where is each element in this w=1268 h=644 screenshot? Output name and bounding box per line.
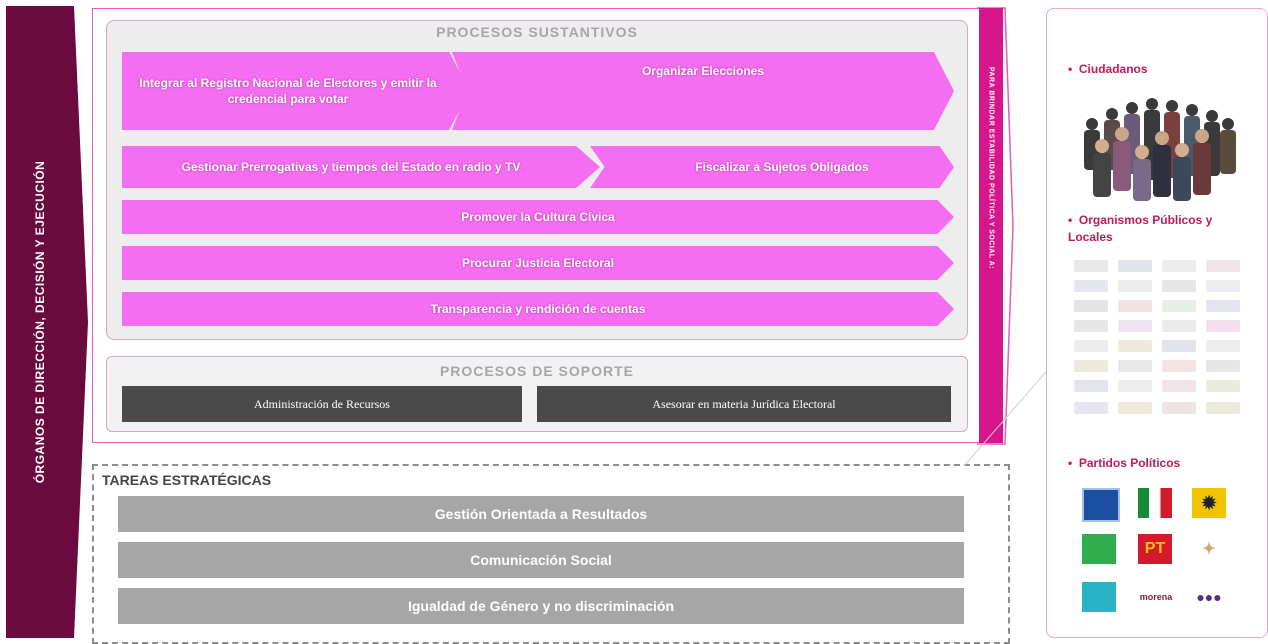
tarea-comunicacion-social: Comunicación Social bbox=[118, 542, 964, 578]
process-prerrogativas: Gestionar Prerrogativas y tiempos del Es… bbox=[122, 146, 600, 188]
soporte-asesorar-juridica: Asesorar en materia Jurídica Electoral bbox=[537, 386, 951, 422]
process-registro-electores: Integrar al Registro Nacional de Elector… bbox=[122, 52, 470, 130]
soporte-admin-recursos: Administración de Recursos bbox=[122, 386, 522, 422]
opl-logo bbox=[1118, 402, 1152, 414]
opl-logo bbox=[1206, 340, 1240, 352]
stability-strip bbox=[979, 8, 1003, 443]
sustantivos-title: PROCESOS SUSTANTIVOS bbox=[436, 24, 638, 40]
process-transparencia: Transparencia y rendición de cuentas bbox=[122, 292, 954, 326]
opl-logo bbox=[1206, 300, 1240, 312]
party-pt-logo: PT bbox=[1138, 534, 1172, 564]
opl-logo bbox=[1118, 360, 1152, 372]
partidos-label: • Partidos Políticos bbox=[1068, 456, 1181, 470]
party-morena-logo: morena bbox=[1134, 582, 1178, 612]
bullet-icon: • bbox=[1068, 456, 1079, 470]
opl-logo bbox=[1206, 260, 1240, 272]
ciudadanos-label: • Ciudadanos bbox=[1068, 62, 1148, 76]
tareas-title: TAREAS ESTRATÉGICAS bbox=[102, 472, 272, 488]
tarea-igualdad-genero: Igualdad de Género y no discriminación bbox=[118, 588, 964, 624]
party-prd-logo: ✹ bbox=[1192, 488, 1226, 518]
process-cultura-civica: Promover la Cultura Cívica bbox=[122, 200, 954, 234]
opl-logo bbox=[1162, 260, 1196, 272]
process-justicia-electoral: Procurar Justicia Electoral bbox=[122, 246, 954, 280]
opl-logo bbox=[1162, 320, 1196, 332]
opl-logo bbox=[1162, 280, 1196, 292]
people-icon: ●●● bbox=[1196, 589, 1222, 605]
soporte-title: PROCESOS DE SOPORTE bbox=[439, 363, 635, 379]
party-pri-logo bbox=[1138, 488, 1172, 518]
opl-logo bbox=[1206, 280, 1240, 292]
opl-logo bbox=[1162, 360, 1196, 372]
opl-logo bbox=[1074, 340, 1108, 352]
opl-logo bbox=[1206, 402, 1240, 414]
organismos-logos-grid bbox=[1070, 254, 1246, 426]
opl-logo bbox=[1074, 360, 1108, 372]
opl-logo bbox=[1118, 260, 1152, 272]
opl-logo bbox=[1118, 340, 1152, 352]
opl-logo bbox=[1162, 300, 1196, 312]
party-pvem-logo bbox=[1082, 534, 1116, 564]
opl-logo bbox=[1206, 360, 1240, 372]
bullet-icon: • bbox=[1068, 62, 1079, 76]
opl-logo bbox=[1206, 320, 1240, 332]
party-encuentro-social-logo: ●●● bbox=[1192, 582, 1226, 612]
opl-logo bbox=[1162, 402, 1196, 414]
opl-logo bbox=[1118, 320, 1152, 332]
opl-logo bbox=[1074, 380, 1108, 392]
opl-logo bbox=[1074, 402, 1108, 414]
opl-logo bbox=[1118, 280, 1152, 292]
process-organizar-elecciones: Organizar Elecciones bbox=[452, 52, 954, 130]
opl-logo bbox=[1074, 280, 1108, 292]
left-banner-label: ÓRGANOS DE DIRECCIÓN, DECISIÓN Y EJECUCI… bbox=[33, 160, 47, 484]
opl-logo bbox=[1206, 380, 1240, 392]
opl-logo bbox=[1118, 300, 1152, 312]
party-logos-grid: ✹ PT ✦ morena ●●● bbox=[1080, 486, 1230, 618]
crowd-image bbox=[1072, 84, 1242, 202]
opl-logo bbox=[1162, 340, 1196, 352]
eagle-icon: ✦ bbox=[1202, 541, 1216, 558]
process-fiscalizar: Fiscalizar a Sujetos Obligados bbox=[590, 146, 954, 188]
opl-logo bbox=[1074, 320, 1108, 332]
left-arrow-banner bbox=[6, 6, 88, 638]
party-nueva-alianza-logo bbox=[1082, 582, 1116, 612]
organismos-label: • Organismos Públicos y Locales bbox=[1068, 213, 1213, 244]
bullet-icon: • bbox=[1068, 213, 1079, 227]
opl-logo bbox=[1162, 380, 1196, 392]
party-eagle-logo: ✦ bbox=[1192, 534, 1226, 564]
opl-logo bbox=[1074, 300, 1108, 312]
opl-logo bbox=[1074, 260, 1108, 272]
party-pan-logo bbox=[1082, 488, 1120, 522]
stability-strip-label: PARA BRINDAR ESTABILIDAD POLÍTICA Y SOCI… bbox=[987, 66, 995, 270]
tarea-gestion-resultados: Gestión Orientada a Resultados bbox=[118, 496, 964, 532]
sun-icon: ✹ bbox=[1201, 492, 1217, 513]
opl-logo bbox=[1118, 380, 1152, 392]
